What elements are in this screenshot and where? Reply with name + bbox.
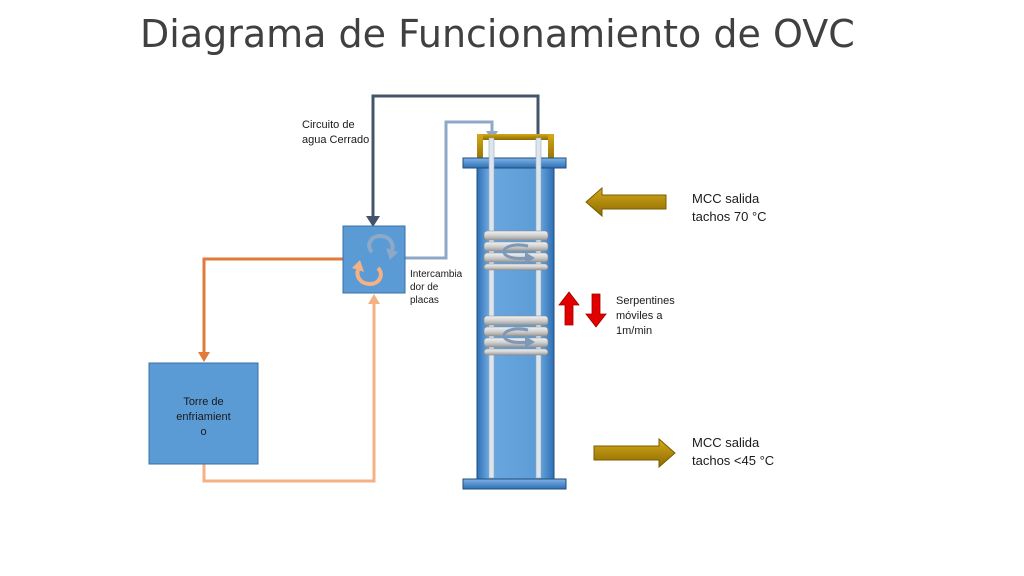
- tank-top-frame: [477, 134, 554, 164]
- coil-upper: [483, 230, 549, 271]
- hot-water-pipe: [198, 257, 343, 362]
- heat-exchanger: [342, 225, 406, 294]
- down-arrow-icon: [585, 293, 607, 328]
- cooling-tower-label: Torre de enfriamient o: [176, 396, 231, 438]
- up-arrow-icon: [558, 291, 580, 326]
- cool-water-pipe: [202, 294, 380, 483]
- closed-circuit-label: Circuito de agua Cerrado: [302, 119, 370, 146]
- page-title: Diagrama de Funcionamiento de OVC: [140, 12, 855, 56]
- heat-exchanger-label: Intercambia dor de placas: [410, 269, 463, 306]
- mcc-inlet-arrow-icon: [585, 186, 667, 218]
- ovc-tank: [462, 137, 567, 490]
- coil-lower: [483, 315, 549, 356]
- mcc-inlet-label: MCC salida tachos 70 °C: [692, 191, 767, 224]
- coils-label: Serpentines móviles a 1m/min: [616, 295, 675, 337]
- cooling-tower: [148, 362, 259, 465]
- mcc-outlet-label: MCC salida tachos <45 °C: [692, 435, 775, 468]
- mcc-outlet-arrow-icon: [593, 437, 676, 469]
- closed-circuit-pipe: [366, 94, 540, 227]
